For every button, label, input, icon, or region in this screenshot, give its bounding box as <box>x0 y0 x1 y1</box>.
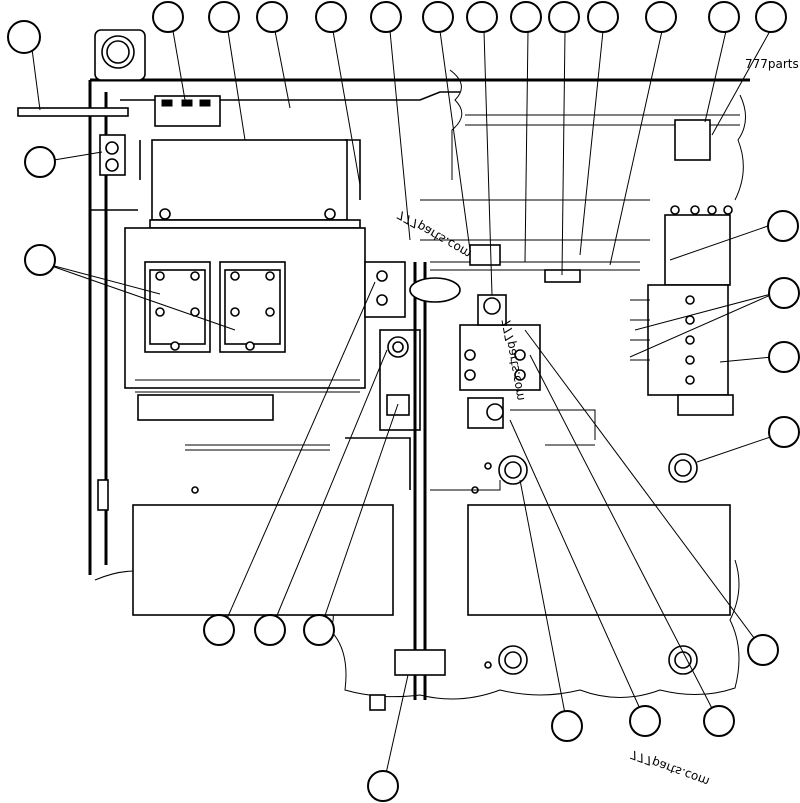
callout-circle <box>315 1 347 33</box>
callout-circle <box>510 1 542 33</box>
watermark: 777parts.com <box>745 57 800 71</box>
central-bus <box>345 261 461 711</box>
callout-circle <box>152 1 184 33</box>
callout-circle <box>303 614 335 646</box>
callout-circle <box>254 614 286 646</box>
callout-circle <box>768 341 800 373</box>
callout-circle <box>767 210 799 242</box>
watermarks: 777parts.com 777parts.com 777parts.com 7… <box>395 57 800 789</box>
callout-circle <box>548 1 580 33</box>
callout-circle <box>708 1 740 33</box>
callout-circle <box>703 705 735 737</box>
relay-panel <box>124 227 366 451</box>
callout-circle <box>7 20 41 54</box>
mounting-bracket <box>17 29 221 176</box>
watermark: 777parts.com <box>395 207 474 261</box>
lower-plates <box>97 409 731 675</box>
callout-circle <box>422 1 454 33</box>
center-contactor <box>420 114 740 429</box>
callout-circle <box>755 1 787 33</box>
callout-circle <box>551 710 583 742</box>
callouts <box>7 1 800 802</box>
callout-circle <box>629 705 661 737</box>
callout-circle <box>370 1 402 33</box>
callout-circle <box>768 416 800 448</box>
terminal-blocks <box>630 119 734 416</box>
callout-circle <box>367 770 399 802</box>
upper-control-box <box>139 139 361 229</box>
callout-circle <box>747 634 779 666</box>
callout-circle <box>645 1 677 33</box>
callout-circle <box>768 277 800 309</box>
callout-circle <box>587 1 619 33</box>
callout-circle <box>208 1 240 33</box>
watermark: 777parts.com <box>628 747 711 789</box>
callout-circle <box>466 1 498 33</box>
callout-circle <box>24 146 56 178</box>
callout-circle <box>256 1 288 33</box>
callout-circle <box>203 614 235 646</box>
callout-circle <box>24 244 56 276</box>
